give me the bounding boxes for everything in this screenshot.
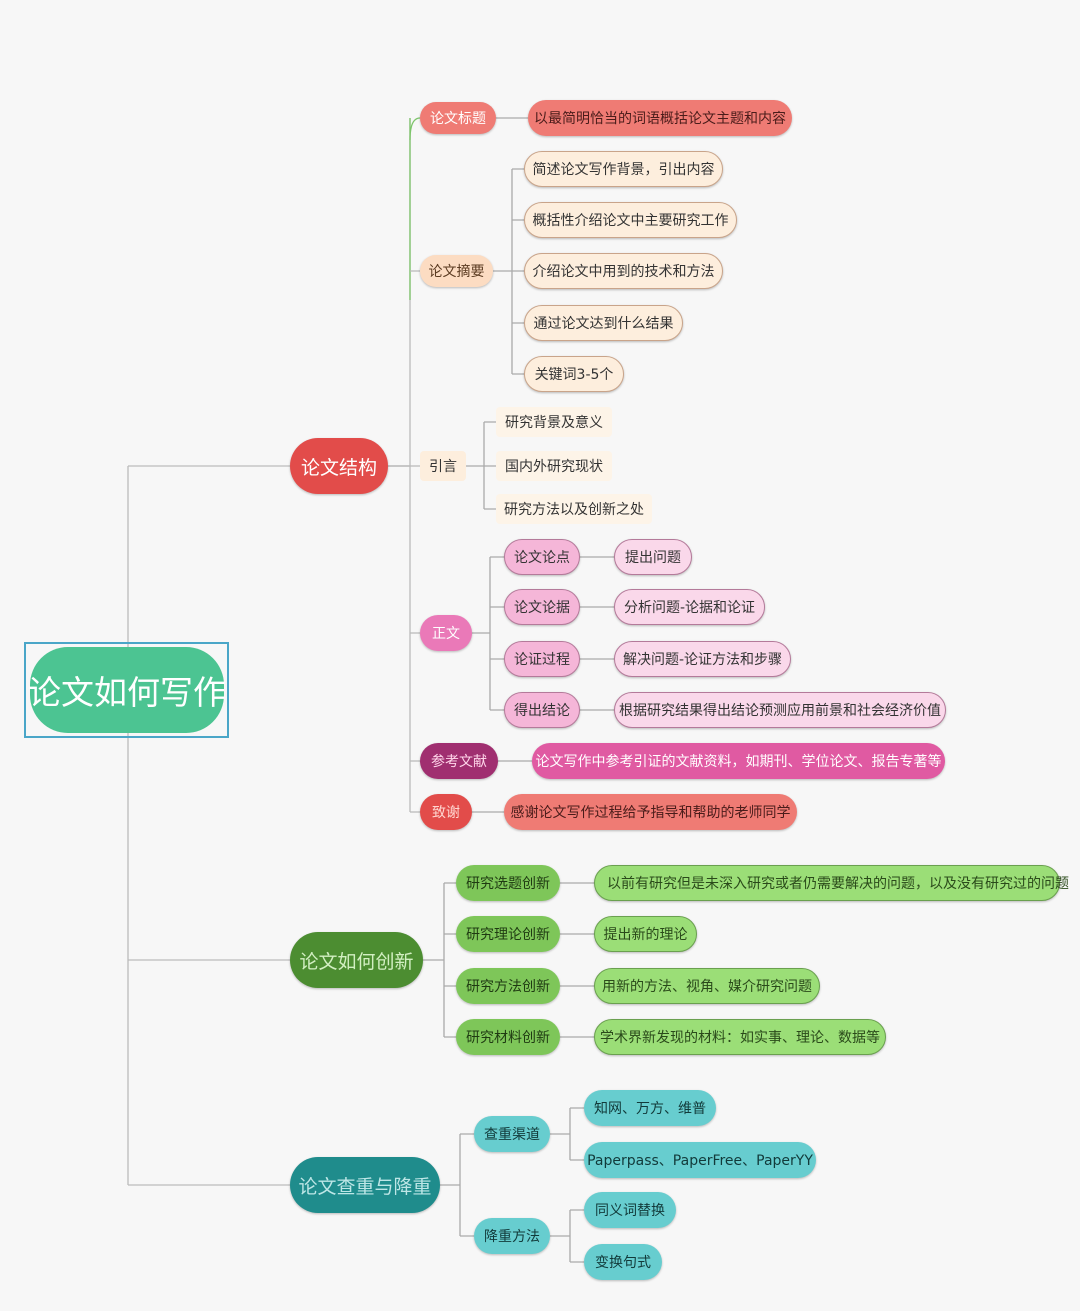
body-item-desc[interactable]: 分析问题-论据和论证 [614,589,765,625]
node-references[interactable]: 参考文献 [420,743,498,779]
node-thanks-desc[interactable]: 感谢论文写作过程给予指导和帮助的老师同学 [504,794,797,830]
innovation-item-desc[interactable]: 以前有研究但是未深入研究或者仍需要解决的问题，以及没有研究过的问题 [594,865,1069,901]
node-intro[interactable]: 引言 [420,451,466,481]
root-node-frame [24,642,229,738]
abstract-item[interactable]: 关键词3-5个 [524,356,624,392]
body-item-desc[interactable]: 根据研究结果得出结论预测应用前景和社会经济价值 [614,692,946,728]
innovation-item[interactable]: 研究选题创新 [456,865,560,901]
abstract-item[interactable]: 简述论文写作背景，引出内容 [524,151,723,187]
body-item-desc[interactable]: 解决问题-论证方法和步骤 [614,641,791,677]
method-item[interactable]: 变换句式 [584,1244,662,1280]
branch-innovation[interactable]: 论文如何创新 [290,932,423,988]
innovation-item[interactable]: 研究方法创新 [456,968,560,1004]
intro-item[interactable]: 国内外研究现状 [496,451,612,481]
body-item[interactable]: 论证过程 [504,641,580,677]
intro-item[interactable]: 研究方法以及创新之处 [496,494,652,524]
body-item[interactable]: 论文论据 [504,589,580,625]
abstract-item[interactable]: 概括性介绍论文中主要研究工作 [524,202,737,238]
node-abstract[interactable]: 论文摘要 [420,255,493,287]
branch-plagiarism[interactable]: 论文查重与降重 [290,1157,440,1213]
body-item[interactable]: 论文论点 [504,539,580,575]
node-references-desc[interactable]: 论文写作中参考引证的文献资料，如期刊、学位论文、报告专著等 [532,743,945,779]
innovation-item[interactable]: 研究理论创新 [456,916,560,952]
node-thanks[interactable]: 致谢 [420,794,472,830]
innovation-item-desc[interactable]: 学术界新发现的材料：如实事、理论、数据等 [594,1019,886,1055]
abstract-item[interactable]: 介绍论文中用到的技术和方法 [524,253,723,289]
innovation-item-desc[interactable]: 提出新的理论 [594,916,697,952]
body-item[interactable]: 得出结论 [504,692,580,728]
node-body[interactable]: 正文 [420,615,472,651]
method-item[interactable]: 同义词替换 [584,1192,676,1228]
channel-item[interactable]: 知网、万方、维普 [584,1090,716,1126]
branch-structure[interactable]: 论文结构 [290,438,388,494]
root-node[interactable]: 论文如何写作 [28,647,226,733]
intro-item[interactable]: 研究背景及意义 [496,407,612,437]
abstract-item[interactable]: 通过论文达到什么结果 [524,305,683,341]
node-check-channels[interactable]: 查重渠道 [474,1116,550,1152]
node-paper-title[interactable]: 论文标题 [420,102,496,134]
node-reduce-methods[interactable]: 降重方法 [474,1218,550,1254]
body-item-desc[interactable]: 提出问题 [614,539,692,575]
node-paper-title-desc[interactable]: 以最简明恰当的词语概括论文主题和内容 [528,100,792,136]
innovation-item-desc[interactable]: 用新的方法、视角、媒介研究问题 [594,968,820,1004]
innovation-item[interactable]: 研究材料创新 [456,1019,560,1055]
channel-item[interactable]: Paperpass、PaperFree、PaperYY [584,1142,816,1178]
